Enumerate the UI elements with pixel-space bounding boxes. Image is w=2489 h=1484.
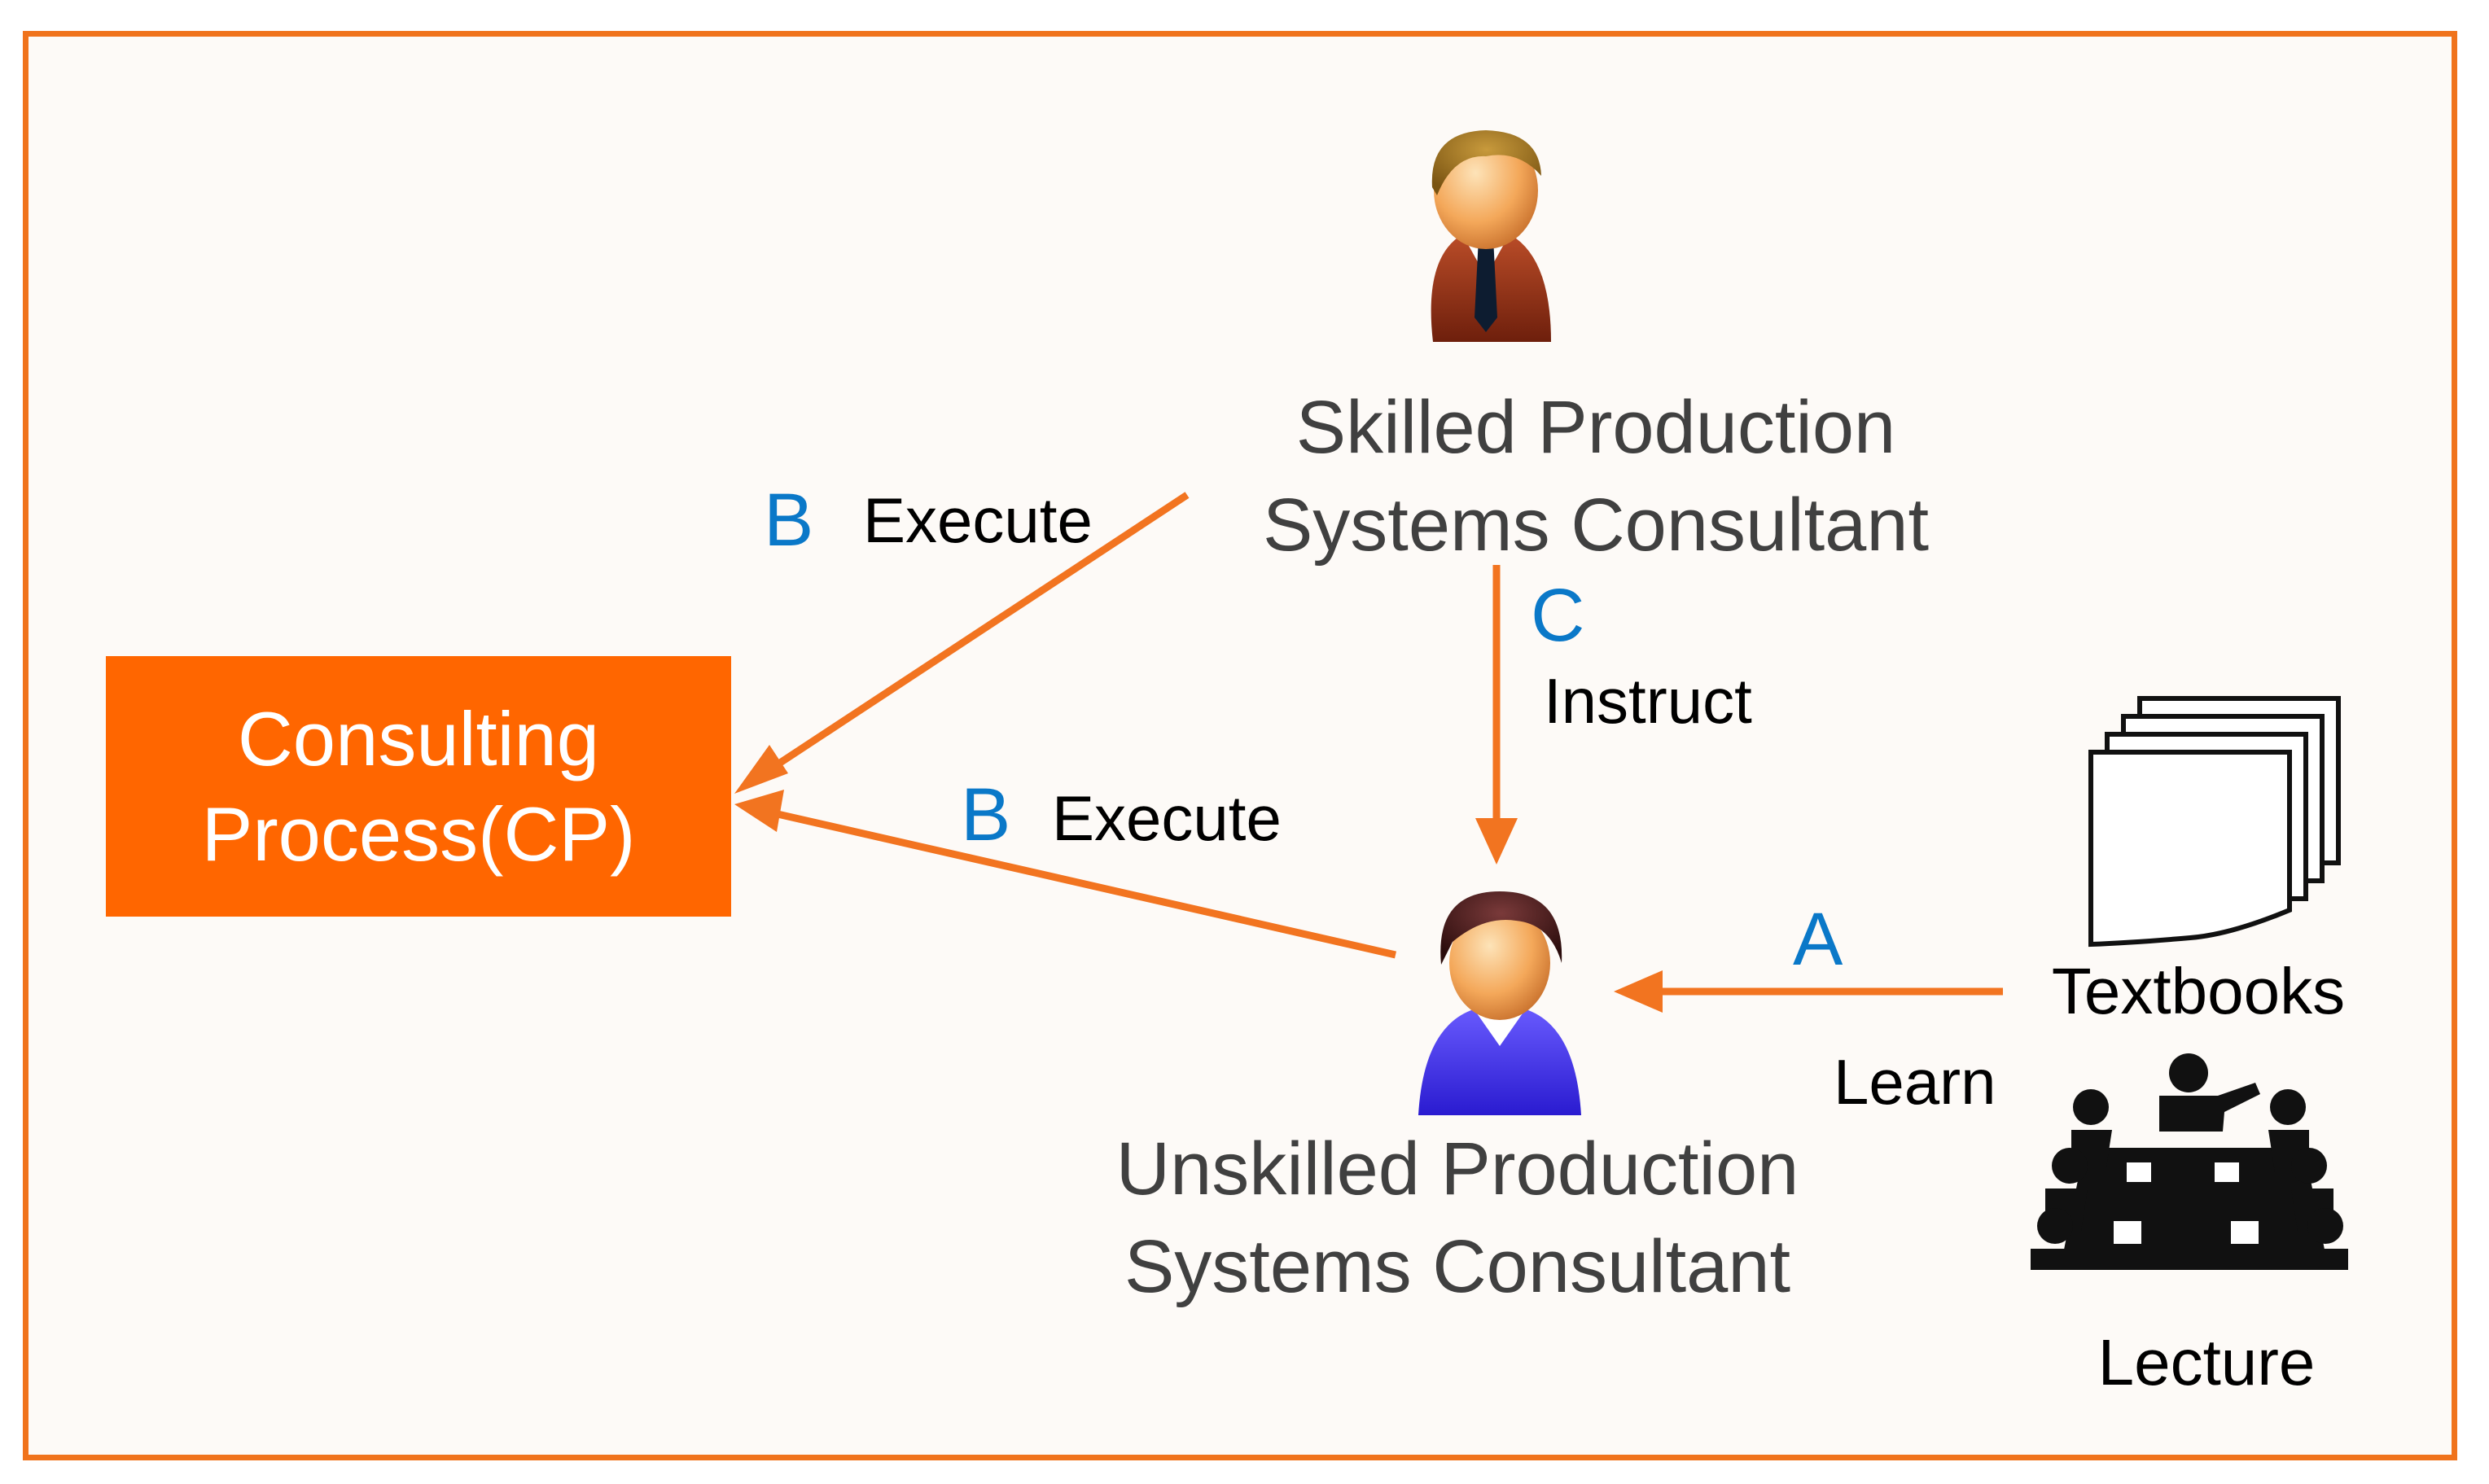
edge-letter-resources-to-unskilled: A (1793, 898, 1843, 981)
edge-label-skilled-to-unskilled: Instruct (1544, 665, 1752, 737)
edge-label-unskilled-to-cp: Execute (1052, 782, 1282, 854)
consulting-process-box: Consulting Process(CP) (106, 656, 731, 917)
arrow-skilled-to-unskilled (1475, 565, 1518, 865)
unskilled-consultant-line1: Unskilled Production (1115, 1127, 1799, 1210)
edge-letter-unskilled-to-cp: B (961, 773, 1011, 856)
unskilled-person-icon (1418, 891, 1581, 1115)
arrow-skilled-to-cp (734, 492, 1190, 794)
lecture-label: Lecture (2097, 1326, 2316, 1399)
edge-label-resources-to-unskilled: Learn (1834, 1046, 1996, 1118)
textbooks-label: Textbooks (2051, 955, 2346, 1027)
arrow-resources-to-unskilled (1614, 970, 2003, 1013)
skilled-person-icon (1431, 130, 1551, 342)
lecture-icon (2031, 1053, 2348, 1270)
edge-label-skilled-to-cp: Execute (863, 484, 1093, 556)
consulting-process-label: Consulting Process(CP) (201, 695, 636, 878)
unskilled-consultant-label: Unskilled Production Systems Consultant (1026, 1120, 1889, 1315)
arrow-unskilled-to-cp (734, 790, 1397, 959)
textbooks-icon (2088, 696, 2341, 948)
skilled-consultant-line1: Skilled Production (1295, 386, 1896, 469)
skilled-consultant-line2: Systems Consultant (1262, 484, 1930, 567)
skilled-consultant-label: Skilled Production Systems Consultant (1164, 379, 2027, 574)
edge-letter-skilled-to-unskilled: C (1531, 574, 1585, 657)
edge-letter-skilled-to-cp: B (764, 479, 814, 562)
unskilled-consultant-line2: Systems Consultant (1124, 1225, 1791, 1308)
